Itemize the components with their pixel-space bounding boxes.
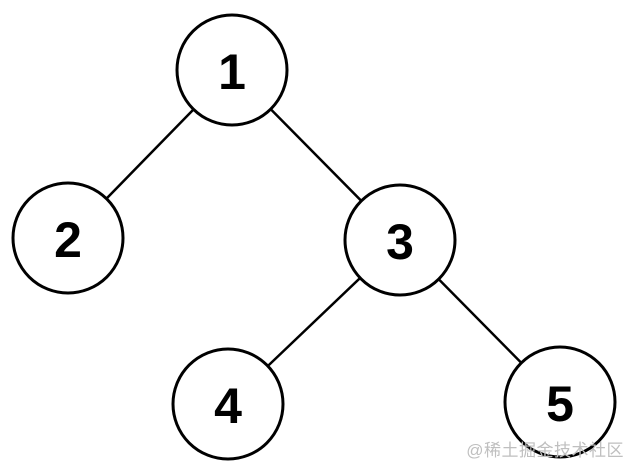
tree-node-2: 2: [11, 181, 125, 295]
tree-node-3: 3: [343, 183, 457, 297]
tree-node-5: 5: [503, 345, 617, 459]
tree-node-label-4: 4: [214, 378, 242, 434]
tree-node-circle-2: [11, 181, 125, 295]
tree-node-label-1: 1: [218, 44, 246, 100]
tree-node-4: 4: [171, 347, 285, 461]
tree-node-circle-4: [171, 347, 285, 461]
tree-node-1: 1: [175, 13, 289, 127]
tree-node-label-5: 5: [546, 376, 574, 432]
tree-node-label-3: 3: [386, 214, 414, 270]
tree-node-circle-1: [175, 13, 289, 127]
tree-node-circle-5: [503, 345, 617, 459]
tree-node-label-2: 2: [54, 212, 82, 268]
tree-node-circle-3: [343, 183, 457, 297]
